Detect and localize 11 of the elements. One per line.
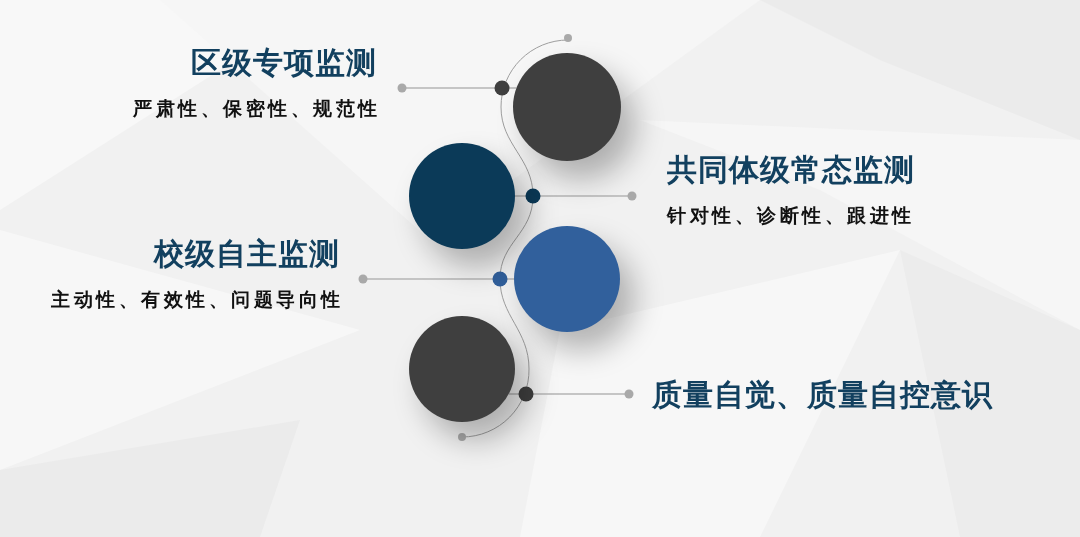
keyword-list: 针对性、诊断性、跟进性	[667, 202, 915, 228]
section-heading: 质量自觉、质量自控意识	[652, 376, 993, 414]
section-heading: 区级专项监测	[191, 44, 377, 82]
leader-line	[508, 386, 634, 402]
leader-line	[397, 80, 518, 96]
leader-line	[514, 188, 637, 204]
keyword-list: 主动性、有效性、问题导向性	[51, 286, 344, 312]
section-heading: 校级自主监测	[154, 235, 340, 273]
leader-line	[358, 271, 515, 287]
section-heading: 共同体级常态监测	[667, 151, 915, 189]
keyword-list: 严肃性、保密性、规范性	[133, 95, 381, 121]
